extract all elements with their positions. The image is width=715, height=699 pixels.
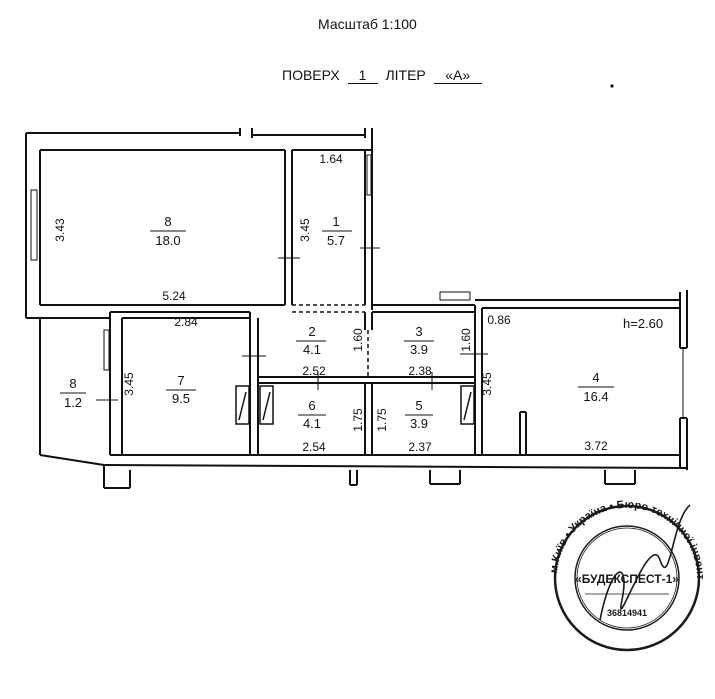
dim-2-84: 2.84 — [174, 315, 198, 329]
dim-1-75-a: 1.75 — [351, 408, 365, 432]
room-6-id: 6 — [308, 398, 315, 413]
dim-3-45-b: 3.45 — [122, 372, 136, 396]
room-2-area: 4.1 — [303, 342, 321, 357]
dimension-labels: 3.43 1.64 3.45 5.24 2.84 1.60 1.60 0.86 … — [53, 152, 608, 454]
room-5-area: 3.9 — [410, 416, 428, 431]
plan-openings — [292, 304, 369, 377]
room-4-id: 4 — [592, 370, 599, 385]
dim-3-45-c: 3.45 — [480, 372, 494, 396]
dim-0-86: 0.86 — [487, 313, 511, 327]
room-3-id: 3 — [415, 324, 422, 339]
dim-2-54: 2.54 — [302, 440, 326, 454]
room-labels: 8 18.0 1 5.7 2 4.1 3 3.9 4 16.4 7 9.5 8 … — [60, 214, 663, 431]
floor-value: 1 — [347, 68, 378, 84]
mark-dot — [610, 84, 614, 88]
ceiling-height: h=2.60 — [623, 316, 663, 331]
room-7-area: 9.5 — [172, 391, 190, 406]
dim-1-60-a: 1.60 — [351, 328, 365, 352]
dim-1-75-b: 1.75 — [375, 408, 389, 432]
room-2-id: 2 — [308, 324, 315, 339]
dim-3-45-a: 3.45 — [298, 218, 312, 242]
room-8b-area: 1.2 — [64, 395, 82, 410]
room-8-id: 8 — [164, 214, 171, 229]
dim-1-64: 1.64 — [319, 152, 343, 166]
room-3-area: 3.9 — [410, 342, 428, 357]
liter-value: «А» — [433, 68, 482, 84]
floor-header: ПОВЕРХ 1 ЛІТЕР «А» — [282, 67, 482, 84]
room-4-area: 16.4 — [583, 389, 608, 404]
dim-5-24: 5.24 — [162, 289, 186, 303]
room-8-area: 18.0 — [155, 233, 180, 248]
room-1-area: 5.7 — [327, 233, 345, 248]
room-6-area: 4.1 — [303, 416, 321, 431]
signature-mark — [599, 504, 691, 621]
dim-1-60-b: 1.60 — [459, 328, 473, 352]
scale-title: Масштаб 1:100 — [318, 16, 417, 32]
room-8b-id: 8 — [69, 376, 76, 391]
plan-walls — [25, 128, 688, 489]
floor-label: ПОВЕРХ — [282, 67, 340, 83]
plan-windows — [30, 154, 471, 371]
dim-2-37: 2.37 — [408, 440, 432, 454]
stamp-outer-text: м.Київ • Україна • Бюро технічної інвент… — [0, 0, 706, 580]
dim-2-52: 2.52 — [302, 364, 326, 378]
dim-3-43: 3.43 — [53, 218, 67, 242]
vent-ducts — [235, 385, 475, 425]
door-ticks — [96, 247, 488, 401]
dim-2-38: 2.38 — [408, 364, 432, 378]
room-1-id: 1 — [332, 214, 339, 229]
stamp-code: 36814941 — [607, 608, 647, 618]
room-7-id: 7 — [177, 373, 184, 388]
dim-3-72: 3.72 — [584, 439, 608, 453]
company-stamp: м.Київ • Україна • Бюро технічної інвент… — [0, 0, 706, 652]
liter-label: ЛІТЕР — [385, 67, 426, 83]
stamp-inner-text: «БУДЕКСПЕСТ-1» — [575, 572, 679, 586]
room-5-id: 5 — [415, 398, 422, 413]
